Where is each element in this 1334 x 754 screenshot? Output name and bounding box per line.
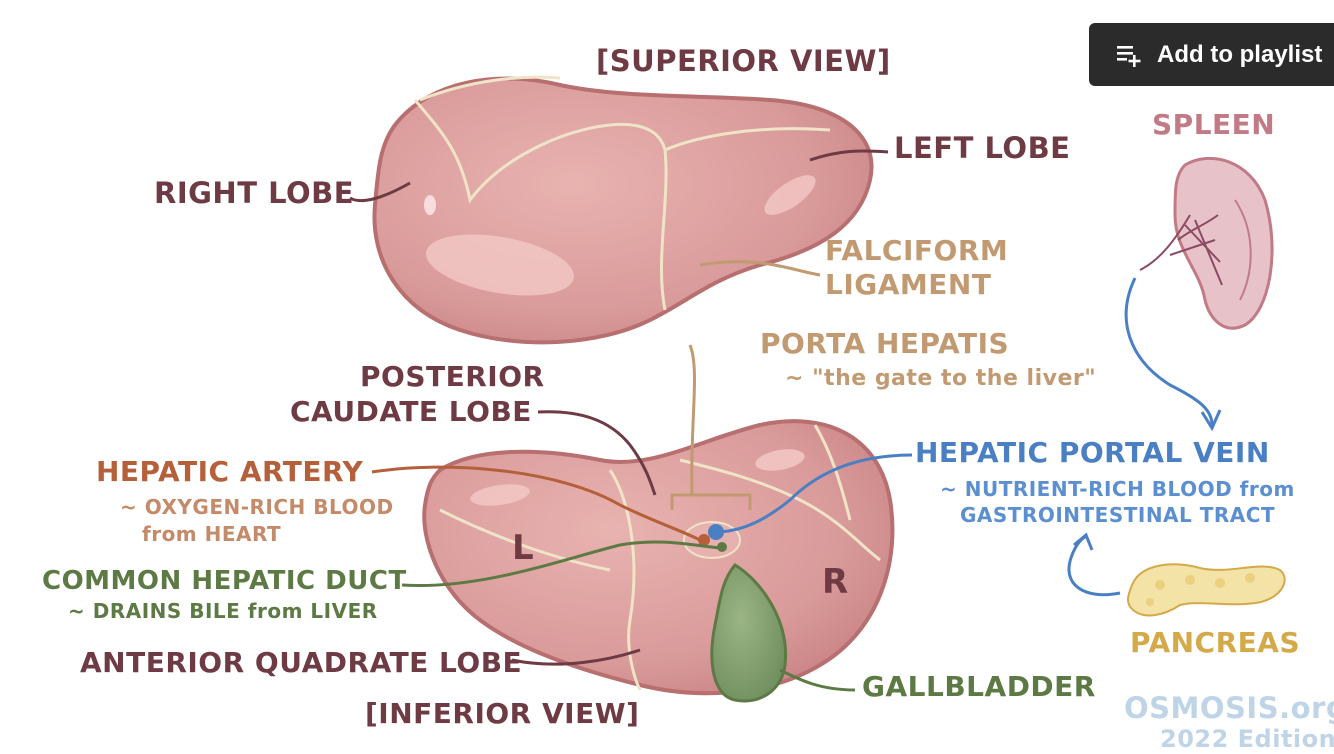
pancreas-vein-arrowhead bbox=[1073, 532, 1094, 551]
inferior-view-label: [INFERIOR VIEW] bbox=[365, 697, 640, 730]
spleen-shape bbox=[1139, 156, 1274, 330]
anterior-leader bbox=[511, 648, 641, 666]
portal-vein-sub1: ~ NUTRIENT-RICH BLOOD from bbox=[940, 477, 1295, 501]
lobe-L-marker: L bbox=[512, 528, 535, 568]
falciform-label-1: FALCIFORM bbox=[825, 234, 1009, 267]
osmosis-brand: OSMOSIS.org bbox=[1124, 691, 1334, 725]
spleen-vein-arrowhead bbox=[1200, 409, 1222, 432]
right-lobe-label: RIGHT LOBE bbox=[154, 176, 355, 210]
superior-view-label: [SUPERIOR VIEW] bbox=[596, 44, 891, 78]
gallbladder-label: GALLBLADDER bbox=[862, 670, 1096, 703]
left-lobe-label: LEFT LOBE bbox=[894, 131, 1071, 165]
hepatic-artery-sub2: from HEART bbox=[142, 522, 282, 546]
pancreas-label: PANCREAS bbox=[1130, 626, 1301, 659]
posterior-label: POSTERIOR bbox=[360, 360, 545, 393]
osmosis-watermark: OSMOSIS.org 2022 Edition bbox=[1118, 683, 1334, 754]
spleen-label: SPLEEN bbox=[1152, 108, 1276, 141]
osmosis-edition: 2022 Edition bbox=[1160, 725, 1334, 753]
gallbladder-shape bbox=[710, 563, 788, 703]
add-to-playlist-label: Add to playlist bbox=[1157, 40, 1323, 68]
porta-hepatis-subtitle: ~ "the gate to the liver" bbox=[785, 366, 1097, 391]
common-hepatic-duct-label: COMMON HEPATIC DUCT bbox=[42, 566, 407, 596]
porta-hepatis-label: PORTA HEPATIS bbox=[760, 327, 1010, 360]
artery-leader bbox=[371, 465, 701, 542]
pancreas-vein-arrow bbox=[1067, 535, 1121, 597]
caudate-lobe-label: CAUDATE LOBE bbox=[290, 395, 532, 428]
caudate-leader bbox=[537, 410, 657, 496]
hepatic-portal-vein-label: HEPATIC PORTAL VEIN bbox=[915, 436, 1270, 469]
duct-leader bbox=[401, 540, 721, 588]
portal-vein-leader bbox=[719, 453, 913, 534]
anterior-quadrate-label: ANTERIOR QUADRATE LOBE bbox=[80, 646, 523, 679]
common-hepatic-duct-sub: ~ DRAINS BILE from LIVER bbox=[68, 599, 378, 623]
falciform-label-2: LIGAMENT bbox=[825, 268, 992, 301]
lobe-R-marker: R bbox=[822, 562, 849, 602]
right-lobe-leader bbox=[349, 181, 411, 203]
hepatic-artery-label: HEPATIC ARTERY bbox=[96, 455, 364, 488]
hepatic-artery-sub1: ~ OXYGEN-RICH BLOOD bbox=[120, 495, 394, 519]
spleen-vein-arrow bbox=[1124, 277, 1214, 426]
gallbladder-leader bbox=[779, 668, 856, 692]
porta-leader bbox=[688, 344, 696, 496]
left-lobe-leader bbox=[809, 149, 889, 162]
portal-vein-sub2: GASTROINTESTINAL TRACT bbox=[960, 503, 1276, 527]
falciform-leader bbox=[699, 260, 821, 277]
superior-liver bbox=[372, 75, 874, 345]
pancreas-shape bbox=[1127, 563, 1286, 617]
add-to-playlist-button[interactable]: Add to playlist bbox=[1089, 23, 1334, 86]
playlist-add-icon bbox=[1115, 41, 1143, 69]
